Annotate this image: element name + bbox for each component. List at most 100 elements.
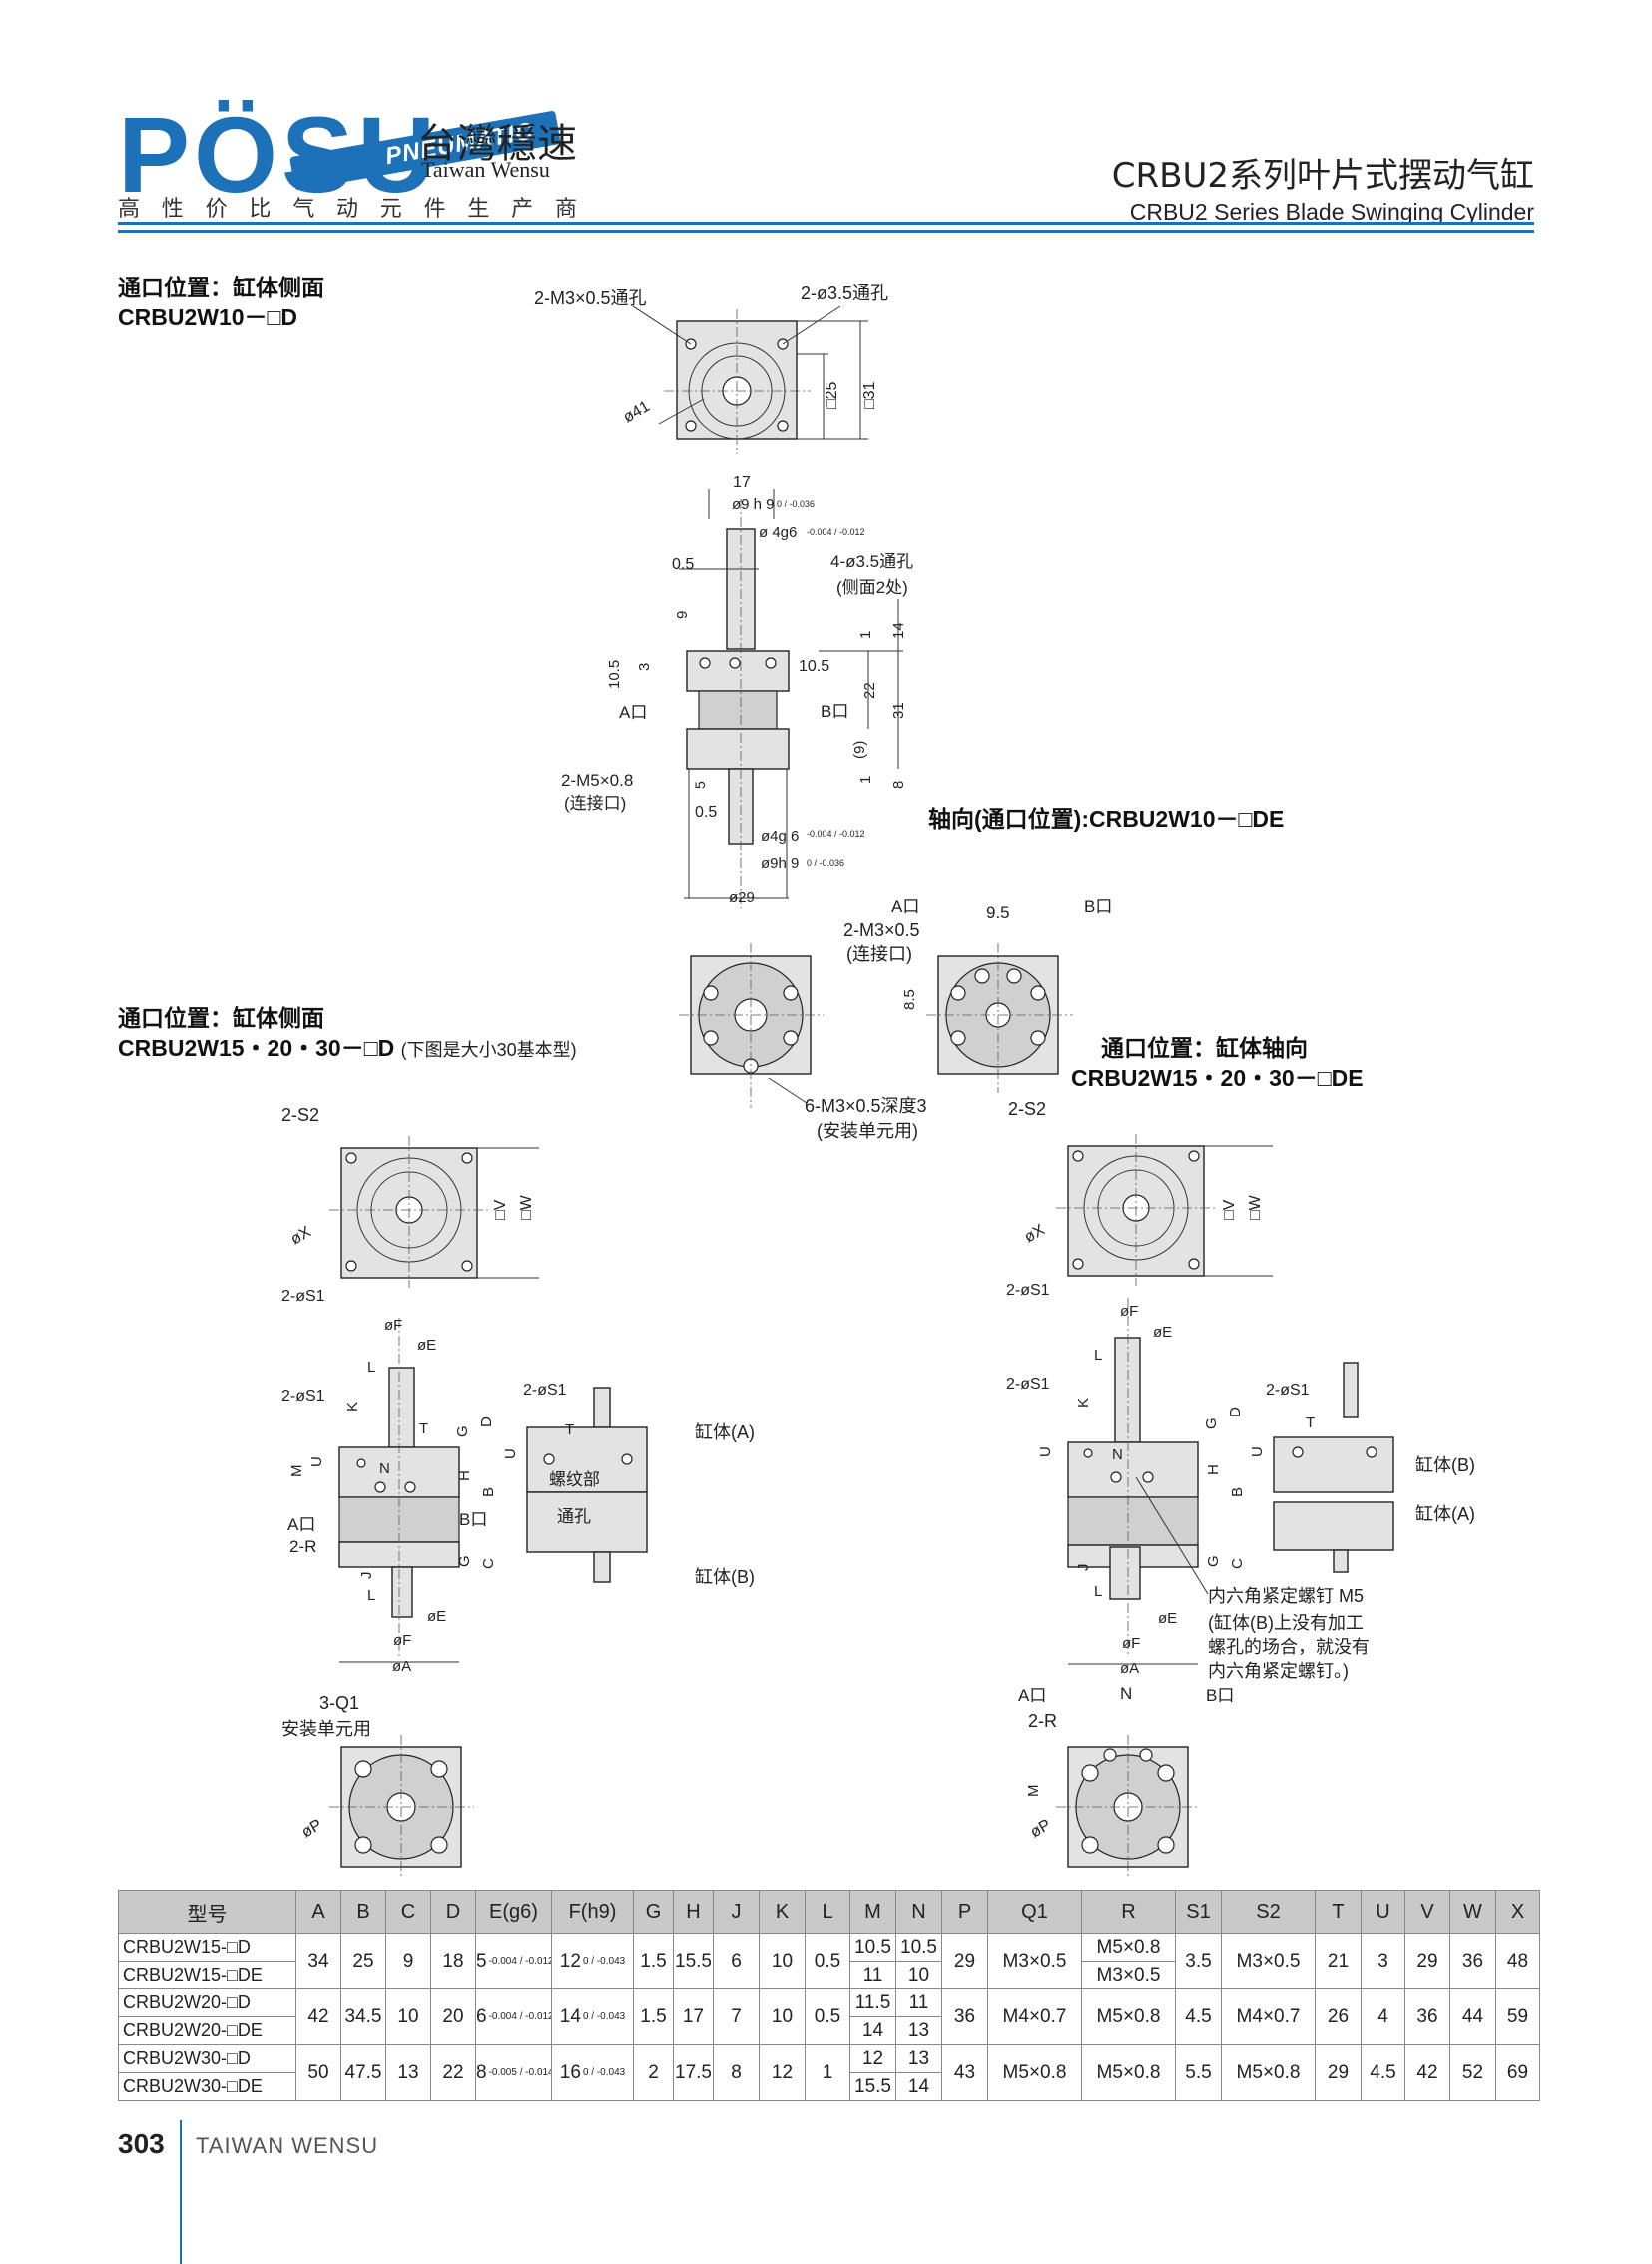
cell: 4.5 bbox=[1361, 2044, 1405, 2101]
cell-tolerance: -0.005 / -0.014 bbox=[488, 2066, 552, 2078]
label: øF bbox=[1122, 1635, 1140, 1652]
cell: M4×0.7 bbox=[1221, 1988, 1316, 2045]
slogan-char: 动 bbox=[335, 196, 358, 221]
label-tolerance: -0.004 / -0.012 bbox=[807, 527, 865, 537]
section-title-w10-axial: 轴向(通口位置):CRBU2W10－□DE bbox=[928, 804, 1284, 834]
cell-value: 8 bbox=[476, 2061, 487, 2083]
slogan-char: 高 bbox=[118, 196, 141, 221]
w15de-side-body-b bbox=[1273, 1436, 1394, 1493]
w10-mount-hole bbox=[685, 420, 697, 432]
cell: 15.5 bbox=[849, 2072, 896, 2101]
label: J bbox=[1075, 1564, 1092, 1572]
cell: M5×0.8 bbox=[987, 2044, 1082, 2101]
w10-mount-hole bbox=[777, 420, 789, 432]
header-rule bbox=[118, 230, 1534, 233]
model-cell: CRBU2W20-□DE bbox=[118, 2016, 296, 2045]
section-title-w10-side: 通口位置：缸体侧面 CRBU2W10－□D bbox=[118, 273, 324, 332]
model-cell: CRBU2W15-□DE bbox=[118, 1961, 296, 1989]
label: (缸体(B)上没有加工 bbox=[1208, 1612, 1364, 1633]
col-header: J bbox=[713, 1890, 760, 1934]
label: 2-ø3.5通孔 bbox=[801, 283, 888, 303]
label: 1 bbox=[857, 776, 874, 784]
label: ø9h 9 bbox=[761, 855, 799, 872]
series-title-en: CRBU2 Series Blade Swinging Cylinder bbox=[1129, 199, 1534, 225]
cell: 42 bbox=[1404, 2044, 1450, 2101]
cell: 36 bbox=[1449, 1933, 1496, 1989]
label: 6-M3×0.5深度3 bbox=[805, 1096, 927, 1116]
label: øE bbox=[1158, 1610, 1177, 1627]
header-rule bbox=[118, 222, 1534, 225]
label: U bbox=[308, 1456, 325, 1467]
cell: 26 bbox=[1315, 1988, 1362, 2045]
label: 2-S2 bbox=[281, 1105, 319, 1125]
cell: 59 bbox=[1495, 1988, 1540, 2045]
w15de-shaft bbox=[1114, 1337, 1141, 1443]
cell: 3.5 bbox=[1175, 1933, 1222, 1989]
label: 10.5 bbox=[799, 658, 829, 675]
w15de-body-mid bbox=[1067, 1496, 1199, 1546]
label: ø 4g6 bbox=[759, 524, 797, 541]
model-cell: CRBU2W30-□DE bbox=[118, 2072, 296, 2101]
footer-brand: TAIWAN WENSU bbox=[196, 2133, 379, 2158]
slogan-char: 产 bbox=[511, 196, 534, 221]
model-cell: CRBU2W15-□D bbox=[118, 1933, 296, 1962]
label: 缸体(B) bbox=[1415, 1454, 1475, 1475]
col-header: P bbox=[941, 1890, 988, 1934]
label: øA bbox=[1120, 1660, 1139, 1677]
label: G bbox=[1203, 1417, 1220, 1429]
label: 2-øS1 bbox=[1266, 1382, 1310, 1399]
cell: 0.5 bbox=[805, 1933, 850, 1989]
w15-axial-drawings: 2-S2 øX 2-øS1 □V □W øF øE 2-øS1 L K G D … bbox=[1006, 1099, 1475, 1879]
slogan-char: 气 bbox=[292, 196, 315, 221]
label: B口 bbox=[459, 1510, 487, 1529]
label: B口 bbox=[1206, 1686, 1234, 1705]
col-header: E(g6) bbox=[475, 1890, 552, 1934]
cell: 10 bbox=[759, 1933, 806, 1989]
col-header: Q1 bbox=[987, 1890, 1082, 1934]
label: øF bbox=[1120, 1303, 1138, 1320]
footer-divider bbox=[180, 2120, 182, 2264]
label: øF bbox=[393, 1632, 411, 1649]
cell: 9 bbox=[385, 1933, 431, 1989]
section-title-line: 通口位置：缸体侧面 bbox=[118, 275, 324, 300]
w15-body-upper bbox=[338, 1446, 460, 1498]
label: □V bbox=[1221, 1199, 1238, 1220]
label: J bbox=[358, 1572, 375, 1580]
cell: 48 bbox=[1495, 1933, 1540, 1989]
cell: 10 bbox=[895, 1961, 942, 1989]
cell: 14 bbox=[849, 2016, 896, 2045]
label: 内六角紧定螺钉 M5 bbox=[1208, 1586, 1364, 1606]
cell-tolerance: -0.004 / -0.012 bbox=[488, 2010, 552, 2022]
cell-tolerance: 0 / -0.043 bbox=[582, 1955, 626, 1967]
cell: 1 bbox=[805, 2044, 850, 2101]
cell: M3×0.5 bbox=[1221, 1933, 1316, 1989]
label: 内六角紧定螺钉。) bbox=[1208, 1661, 1349, 1681]
label: 8 bbox=[890, 781, 907, 789]
cell: 52 bbox=[1449, 2044, 1496, 2101]
label: D bbox=[1227, 1407, 1244, 1417]
cell: 69 bbox=[1495, 2044, 1540, 2101]
col-header: L bbox=[805, 1890, 850, 1934]
section-title-w15-side: 通口位置：缸体侧面 CRBU2W15・20・30－□D (下图是大小30基本型) bbox=[118, 1003, 577, 1065]
w15-shaft bbox=[388, 1367, 415, 1448]
w15de-shaft-lower bbox=[1109, 1546, 1141, 1600]
label: 0.5 bbox=[695, 804, 717, 821]
cell: 14 bbox=[895, 2072, 942, 2101]
w15de-side-shaft bbox=[1343, 1362, 1359, 1418]
cell-value: 14 bbox=[559, 2005, 581, 2027]
label: 螺孔的场合，就没有 bbox=[1208, 1637, 1370, 1657]
label: 10.5 bbox=[606, 660, 623, 689]
cell: 10 bbox=[759, 1988, 806, 2045]
label: 4-ø3.5通孔 bbox=[830, 552, 913, 571]
w10-side-view: 17 ø9 h 9 0 / -0.036 ø 4g6 -0.004 / -0.0… bbox=[561, 474, 913, 908]
cell: 13 bbox=[895, 2016, 942, 2045]
label: 9 bbox=[674, 611, 691, 619]
label: 缸体(A) bbox=[1415, 1503, 1475, 1524]
table-header-row: 型号 A B C D E(g6) F(h9) G H J K L M N P Q… bbox=[118, 1890, 1540, 1934]
label-tolerance: 0 / -0.036 bbox=[777, 499, 815, 509]
w15-shaft-lower bbox=[391, 1566, 413, 1618]
label: 螺纹部 bbox=[549, 1470, 600, 1489]
label: øE bbox=[417, 1337, 436, 1354]
label: (侧面2处) bbox=[836, 578, 908, 597]
col-header: K bbox=[759, 1890, 806, 1934]
